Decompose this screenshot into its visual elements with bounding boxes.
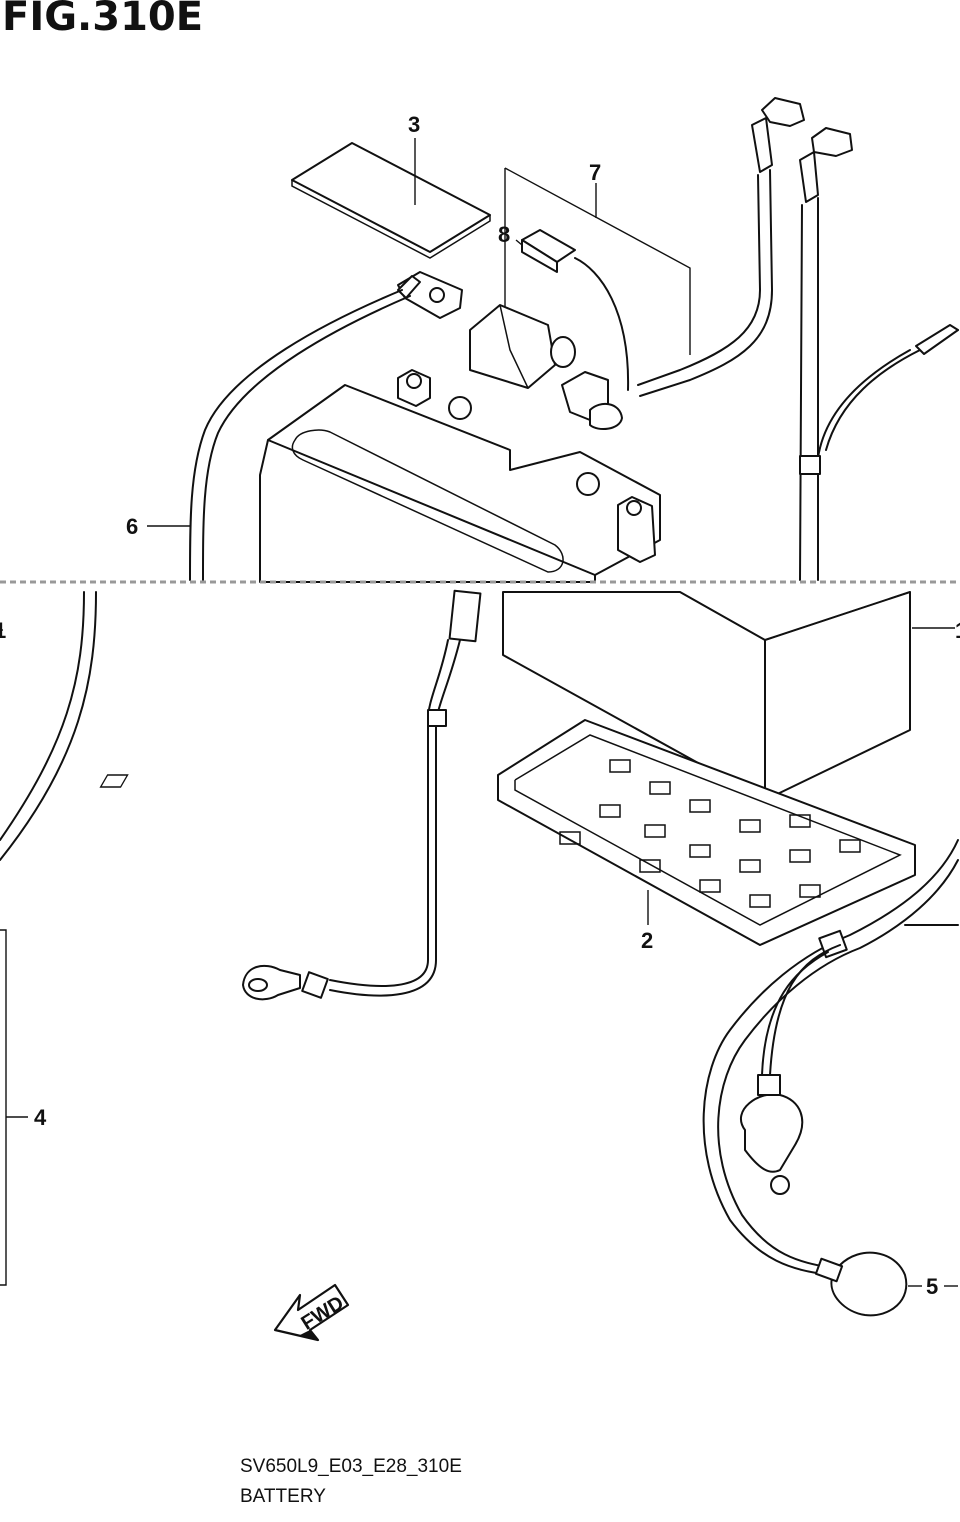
figure-name: BATTERY bbox=[240, 1486, 326, 1507]
callout-8: 8 bbox=[498, 222, 510, 247]
callout-2: 2 bbox=[641, 928, 653, 953]
part-4-bracket bbox=[0, 929, 28, 1286]
part-1-battery-body bbox=[0, 591, 955, 801]
part-3-insulator-pad bbox=[291, 138, 491, 259]
callout-3: 3 bbox=[408, 112, 420, 137]
part-6-negative-lead bbox=[0, 271, 463, 861]
callout-4: 4 bbox=[34, 1105, 47, 1130]
part-8-connector bbox=[515, 229, 630, 391]
callout-7: 7 bbox=[589, 160, 601, 185]
figure-title: FIG.310E bbox=[2, 0, 204, 40]
callout-5: 5 bbox=[926, 1274, 938, 1299]
callout-1-right: 1 bbox=[955, 618, 960, 643]
battery-lead-harness bbox=[242, 589, 482, 1001]
positive-cable-top bbox=[561, 97, 959, 581]
part-7-bracket-outline bbox=[504, 167, 691, 355]
fwd-arrow: FWD bbox=[273, 1283, 350, 1342]
part-2-battery-tray bbox=[99, 719, 916, 946]
callout-6: 6 bbox=[126, 514, 138, 539]
part-1-battery-top bbox=[259, 369, 661, 583]
part-5-positive-cable bbox=[702, 839, 959, 1317]
figure-code: SV650L9_E03_E28_310E bbox=[240, 1456, 462, 1477]
terminal-cover bbox=[469, 304, 576, 389]
callout-1-left: 1 bbox=[0, 618, 6, 643]
